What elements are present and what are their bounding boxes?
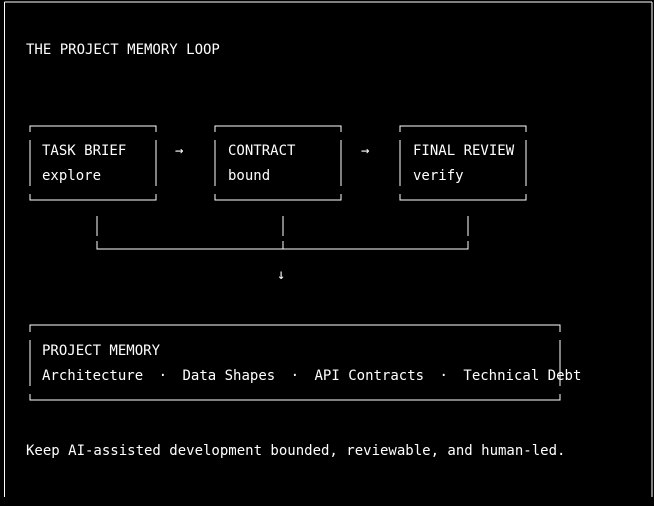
- stage-box-task-brief: TASK BRIEF explore: [29, 125, 157, 201]
- project-memory-box: PROJECT MEMORY Architecture · Data Shape…: [29, 324, 581, 401]
- stage-box-top-edge: [29, 125, 157, 132]
- memory-title: PROJECT MEMORY: [42, 343, 161, 359]
- arrow-down-icon: ↓: [277, 267, 285, 283]
- memory-item: Data Shapes: [182, 368, 275, 384]
- arrow-right-icon: →: [361, 143, 369, 159]
- separator-dot: ·: [291, 368, 299, 384]
- stage-box-bottom-edge: [399, 194, 527, 201]
- stage-box-bottom-edge: [214, 194, 342, 201]
- connector-lines: [96, 216, 469, 250]
- stage-box-bottom-edge: [29, 194, 157, 201]
- stage-action: verify: [413, 168, 464, 184]
- separator-dot: ·: [159, 368, 167, 384]
- memory-box-bottom-edge: [29, 394, 561, 401]
- stage-box-final-review: FINAL REVIEW verify: [399, 125, 527, 201]
- memory-items-line: Architecture · Data Shapes · API Contrac…: [42, 368, 581, 384]
- stage-box-top-edge: [399, 125, 527, 132]
- stage-action: bound: [228, 168, 270, 184]
- stage-box-top-edge: [214, 125, 342, 132]
- stage-name: FINAL REVIEW: [413, 143, 515, 159]
- stage-box-contract: CONTRACT bound: [214, 125, 342, 201]
- memory-box-top-edge: [29, 324, 561, 332]
- stage-name: CONTRACT: [228, 143, 296, 159]
- memory-item: Architecture: [42, 368, 143, 384]
- footer-tagline: Keep AI-assisted development bounded, re…: [26, 443, 565, 459]
- stage-name: TASK BRIEF: [42, 143, 126, 159]
- diagram-title: THE PROJECT MEMORY LOOP: [26, 42, 220, 58]
- arrow-right-icon: →: [175, 143, 183, 159]
- memory-item: API Contracts: [315, 368, 425, 384]
- memory-item: Technical Debt: [463, 368, 581, 384]
- separator-dot: ·: [440, 368, 448, 384]
- stage-action: explore: [42, 168, 101, 184]
